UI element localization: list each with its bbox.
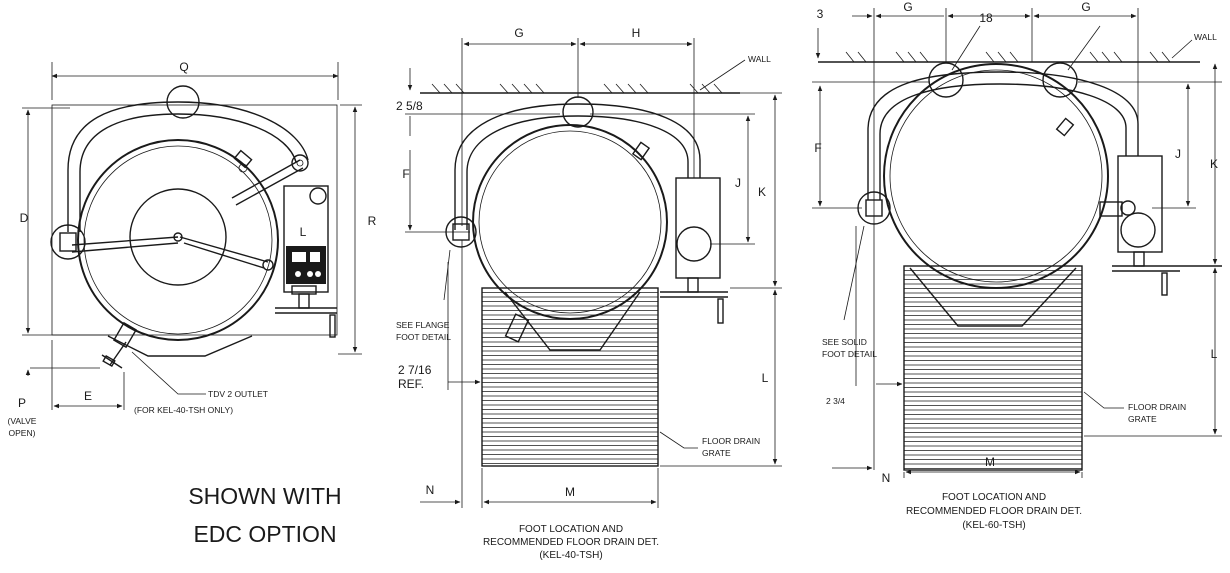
mid-top-fitting (562, 96, 594, 128)
right-side-dim: 2 3/4 (826, 396, 845, 406)
left-label-L: L (300, 225, 307, 239)
right-dim-L: L (1211, 347, 1218, 361)
right-control-box (1117, 155, 1163, 253)
mid-dim-L: L (762, 371, 769, 385)
left-dim-P: P (18, 396, 26, 410)
right-drain-grate (903, 265, 1083, 471)
mid-pipe-loop (454, 103, 701, 230)
right-wall-hatch (845, 51, 1171, 63)
right-dim-F: F (814, 141, 821, 155)
mid-dim-N: N (426, 483, 435, 497)
mid-grate-lines (482, 292, 658, 464)
left-control-box (283, 185, 329, 293)
right-wall-label: WALL (1194, 32, 1217, 42)
right-dim-K: K (1210, 157, 1218, 171)
right-kettle-outer (883, 63, 1109, 289)
right-grate-note-2: GRATE (1128, 414, 1157, 424)
right-kettle-inner (889, 69, 1103, 283)
right-caption-2: RECOMMENDED FLOOR DRAIN DET. (906, 506, 1082, 517)
mid-flange-note-1: SEE FLANGE (396, 320, 450, 330)
shown-with-line-1: SHOWN WITH (188, 483, 341, 509)
mid-dim-J: J (735, 176, 741, 190)
right-dim-M: M (985, 455, 995, 469)
mid-caption-3: (KEL-40-TSH) (539, 550, 602, 561)
mid-kettle-outer (472, 124, 668, 320)
right-dim-G1: G (903, 0, 912, 14)
mid-view-kel40: WALL G H 2 5/8 (396, 26, 782, 561)
left-kettle-outer (77, 139, 279, 341)
mid-dim-M: M (565, 485, 575, 499)
left-outlet-label: TDV 2 OUTLET (208, 389, 268, 399)
left-frame (51, 104, 338, 336)
right-view-kel60: WALL G 18 G (812, 0, 1222, 531)
left-kettle-inner (129, 188, 227, 286)
mid-dim-G: G (514, 26, 523, 40)
left-dim-E: E (84, 389, 92, 403)
right-caption-1: FOOT LOCATION AND (942, 492, 1046, 503)
mid-drain-grate (481, 287, 659, 467)
left-p-note-1: (VALVE (8, 416, 37, 426)
right-top-fitting-1 (928, 62, 964, 98)
mid-dim-F: F (402, 167, 409, 181)
left-side-fitting (50, 224, 86, 260)
left-top-fitting (166, 85, 200, 119)
shown-with-line-2: EDC OPTION (193, 521, 336, 547)
right-top-fitting-2 (1042, 62, 1078, 98)
left-drain-outlet (107, 335, 253, 357)
right-solid-note-2: FOOT DETAIL (822, 349, 877, 359)
mid-caption-2: RECOMMENDED FLOOR DRAIN DET. (483, 537, 659, 548)
left-plan-view: L Q D R E (8, 60, 377, 547)
right-dim-3: 3 (817, 7, 824, 21)
right-solid-note-1: SEE SOLID (822, 337, 867, 347)
right-grate-note-1: FLOOR DRAIN (1128, 402, 1186, 412)
right-dim-N: N (882, 471, 891, 485)
edc-control-panel (286, 246, 326, 284)
mid-dim-K: K (758, 185, 766, 199)
mid-wall-label: WALL (748, 54, 771, 64)
left-dim-Q: Q (179, 60, 188, 74)
right-pipe-loop (867, 71, 1139, 200)
right-dim-J: J (1175, 147, 1181, 161)
mid-kettle-inner (478, 130, 662, 314)
mid-wall-hatch (431, 83, 723, 94)
right-dim-G2: G (1081, 0, 1090, 14)
mid-flange-note-2: FOOT DETAIL (396, 332, 451, 342)
mid-ref-dim-1: 2 7/16 (398, 363, 432, 377)
mid-grate-note-1: FLOOR DRAIN (702, 436, 760, 446)
mid-dim-top: 2 5/8 (396, 99, 423, 113)
left-dim-D: D (20, 211, 29, 225)
left-dim-R: R (368, 214, 377, 228)
right-caption-3: (KEL-60-TSH) (962, 520, 1025, 531)
right-dim-18: 18 (979, 11, 993, 25)
mid-caption-1: FOOT LOCATION AND (519, 524, 623, 535)
left-outlet-sub: (FOR KEL-40-TSH ONLY) (134, 405, 233, 415)
mid-dim-H: H (632, 26, 641, 40)
mid-ref-dim-2: REF. (398, 377, 424, 391)
left-pipe-loop (67, 101, 309, 232)
mid-grate-note-2: GRATE (702, 448, 731, 458)
left-kettle-ring (83, 145, 273, 335)
right-grate-lines (904, 270, 1082, 469)
left-p-note-2: OPEN) (9, 428, 36, 438)
